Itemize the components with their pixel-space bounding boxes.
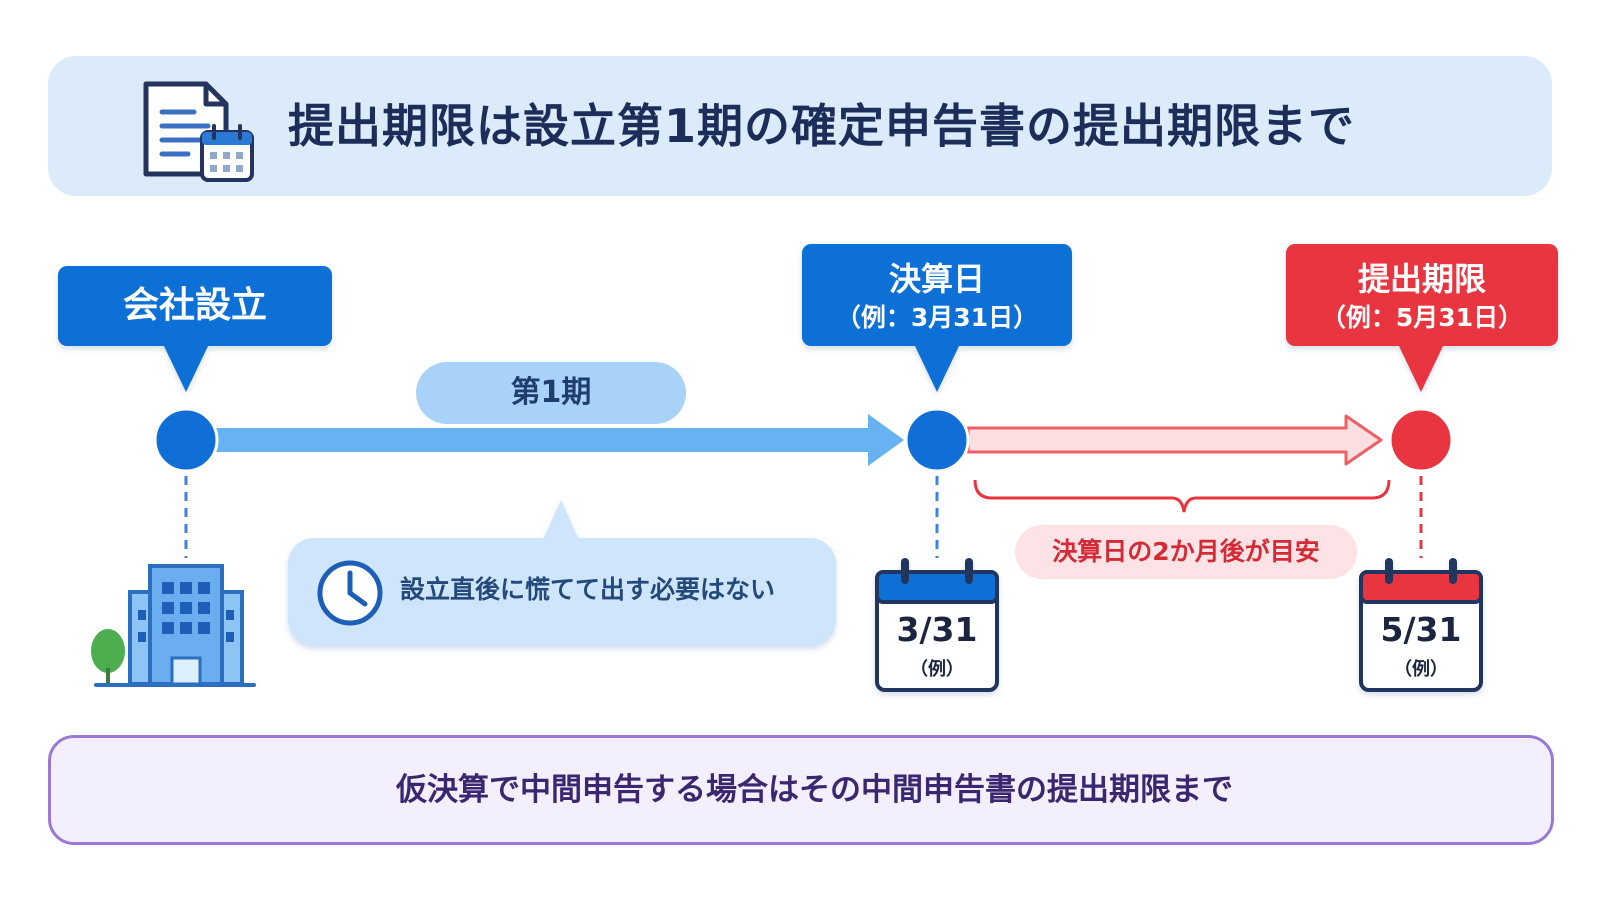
- deadline-label: 提出期限: [1357, 260, 1486, 298]
- start-callout: [58, 266, 332, 392]
- page-title: 提出期限は設立第1期の確定申告書の提出期限まで: [288, 99, 1356, 153]
- settlement-calendar-date: 3/31: [896, 610, 978, 649]
- gap-label: 決算日の2か月後が目安: [1052, 537, 1320, 566]
- deadline-calendar-date: 5/31: [1380, 610, 1462, 649]
- note-text: 設立直後に慌てて出す必要はない: [400, 575, 776, 604]
- settlement-node: [904, 407, 970, 473]
- note-callout: [288, 500, 836, 646]
- document-calendar-icon: [143, 81, 254, 182]
- clock-icon: [317, 560, 383, 626]
- period-arrow: [210, 414, 904, 466]
- settlement-label: 決算日: [888, 260, 985, 298]
- footer-text: 仮決算で中間申告する場合はその中間申告書の提出期限まで: [396, 772, 1233, 808]
- header-banner: 提出期限は設立第1期の確定申告書の提出期限まで: [48, 56, 1552, 196]
- deadline-callout: [1286, 244, 1558, 392]
- deadline-node: [1388, 407, 1454, 473]
- office-building-icon: [91, 564, 256, 687]
- deadline-example: （例：5月31日）: [1320, 303, 1524, 332]
- settlement-calendar-note: （例）: [910, 659, 964, 680]
- start-node: [153, 407, 219, 473]
- settlement-calendar-icon: [875, 558, 999, 692]
- period-pill: [416, 362, 686, 424]
- settlement-example: （例：3月31日）: [835, 303, 1039, 332]
- gap-arrow: [966, 414, 1383, 466]
- period-label: 第1期: [510, 375, 592, 410]
- gap-label-pill: [1015, 525, 1357, 579]
- settlement-callout: [802, 244, 1072, 392]
- start-label: 会社設立: [122, 285, 267, 326]
- deadline-calendar-icon: [1359, 558, 1483, 692]
- deadline-calendar-note: （例）: [1394, 659, 1448, 680]
- footer-note: 仮決算で中間申告する場合はその中間申告書の提出期限まで: [48, 735, 1554, 845]
- gap-brace: [973, 479, 1391, 513]
